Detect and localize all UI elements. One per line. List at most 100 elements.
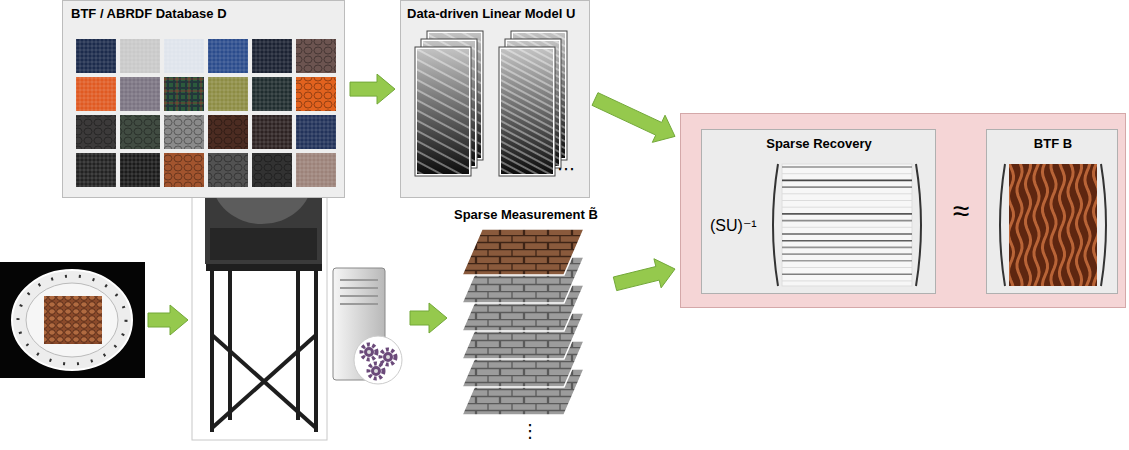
texture-detail xyxy=(252,153,292,187)
server-slot xyxy=(340,287,378,289)
texture-swatch xyxy=(164,115,204,149)
matrix-band xyxy=(1017,164,1022,286)
basis-image-stripes xyxy=(501,49,553,174)
device-leg xyxy=(212,335,316,428)
texture-swatch xyxy=(76,39,116,73)
matrix-band xyxy=(1025,164,1030,286)
sample-holder-ring xyxy=(12,270,132,370)
box-heading: Sparse Recovery xyxy=(766,136,872,152)
group-heading: Sparse Measurement B̃ xyxy=(454,207,598,223)
material-sample xyxy=(44,296,102,344)
matrix-band xyxy=(1009,164,1014,286)
gear-hub xyxy=(374,369,378,373)
texture-detail xyxy=(120,39,160,73)
texture-swatch xyxy=(252,39,292,73)
matrix-row xyxy=(782,220,912,222)
texture-detail xyxy=(296,77,336,111)
matrix-row xyxy=(782,267,912,268)
node-illustration xyxy=(452,207,610,447)
texture-swatch xyxy=(120,153,160,187)
sample-photo xyxy=(0,262,145,378)
matrix-expression: (SU)⁻¹ xyxy=(710,216,757,235)
btf-matrix xyxy=(1000,160,1106,288)
texture-grid xyxy=(76,39,336,187)
gear-badge xyxy=(354,336,402,384)
btf-box: BTF B xyxy=(986,129,1118,294)
texture-detail xyxy=(208,77,248,111)
continuation-dots: ⋮ xyxy=(521,421,539,443)
matrix-bracket xyxy=(773,164,778,286)
texture-swatch xyxy=(252,153,292,187)
matrix-band xyxy=(1059,164,1064,286)
texture-swatch xyxy=(164,39,204,73)
texture-detail xyxy=(164,39,204,73)
texture-swatch xyxy=(208,77,248,111)
result-panel: Sparse Recovery(SU)⁻¹BTF B≈ xyxy=(680,113,1126,308)
matrix-row xyxy=(782,186,912,188)
texture-detail xyxy=(76,39,116,73)
texture-swatch xyxy=(252,77,292,111)
texture-swatch xyxy=(208,153,248,187)
photo-background xyxy=(0,262,145,378)
texture-detail xyxy=(164,153,204,187)
texture-swatch xyxy=(164,153,204,187)
matrix-row xyxy=(782,233,912,235)
texture-swatch xyxy=(208,115,248,149)
recovery-box: Sparse Recovery (SU)⁻¹ xyxy=(701,129,936,294)
matrix-row xyxy=(782,193,912,194)
measurement-stack xyxy=(462,229,584,415)
texture-swatch xyxy=(296,39,336,73)
matrix-band xyxy=(1051,164,1056,286)
matrix-band xyxy=(1034,164,1039,286)
gear-teeth xyxy=(369,364,384,379)
texture-detail xyxy=(208,39,248,73)
matrix-row xyxy=(782,227,912,228)
texture-detail xyxy=(76,115,116,149)
texture-swatch xyxy=(252,115,292,149)
texture-detail xyxy=(208,115,248,149)
texture-swatch xyxy=(120,115,160,149)
device-leg xyxy=(228,271,232,420)
node-illustration xyxy=(987,130,1119,295)
matrix-row xyxy=(782,240,912,242)
gear-body xyxy=(371,366,381,376)
matrix-bracket xyxy=(1101,164,1106,286)
server-slot xyxy=(340,303,378,305)
texture-detail xyxy=(208,153,248,187)
matrix-row xyxy=(782,273,912,275)
sample-holder-ticks xyxy=(18,276,126,364)
server-icon xyxy=(333,268,402,384)
recovery-matrix xyxy=(773,164,921,286)
texture-detail xyxy=(164,77,204,111)
texture-detail xyxy=(296,39,336,73)
gear-body xyxy=(383,352,393,362)
matrix-bracket xyxy=(916,164,921,286)
matrix-row xyxy=(782,173,912,174)
panel-heading: Data-driven Linear Model U xyxy=(407,6,575,22)
sample-holder-inner xyxy=(26,283,118,357)
matrix-band xyxy=(1085,164,1090,286)
matrix-bracket xyxy=(1000,164,1005,286)
texture-detail xyxy=(76,153,116,187)
texture-detail xyxy=(296,153,336,187)
basis-image-frame xyxy=(499,47,555,176)
texture-swatch xyxy=(164,77,204,111)
flow-arrow xyxy=(350,74,395,104)
matrix-row xyxy=(782,213,912,215)
matrix-band xyxy=(1068,164,1073,286)
gear-hub xyxy=(367,350,371,354)
matrix-row xyxy=(782,253,912,255)
texture-swatch xyxy=(76,77,116,111)
matrix-band xyxy=(1093,164,1097,286)
basis-image-frame xyxy=(415,47,471,176)
matrix-body xyxy=(782,164,912,286)
basis-image-stack xyxy=(499,31,567,176)
texture-detail xyxy=(120,115,160,149)
matrix-row xyxy=(782,247,912,249)
texture-detail xyxy=(76,77,116,111)
matrix-row xyxy=(782,166,912,168)
gear-teeth xyxy=(381,350,396,365)
panel-heading: BTF / ABRDF Database D xyxy=(71,6,227,22)
flow-arrow xyxy=(148,305,188,335)
flow-arrow xyxy=(592,93,675,143)
